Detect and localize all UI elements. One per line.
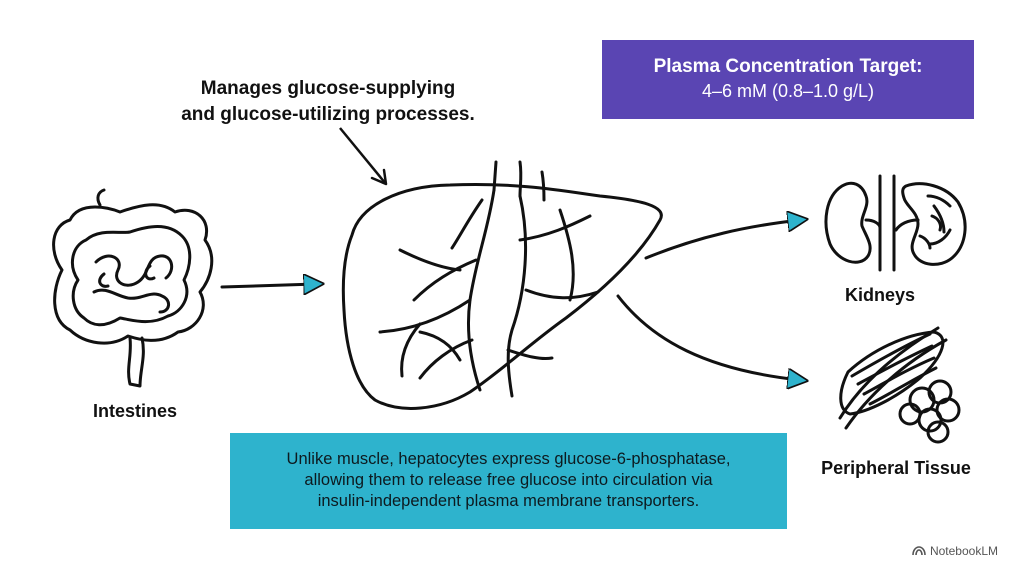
watermark-text: NotebookLM	[929, 544, 998, 558]
target-title: Plasma Concentration Target:	[653, 56, 923, 77]
target-value: 4–6 mM (0.8–1.0 g/L)	[701, 81, 875, 101]
info-line-1: Unlike muscle, hepatocytes express gluco…	[286, 450, 731, 468]
info-line-3: insulin-independent plasma membrane tran…	[317, 492, 700, 510]
callout-pointer-arrow	[339, 127, 388, 186]
kidney-icon	[824, 174, 967, 272]
intestines-icon	[52, 188, 214, 388]
plasma-target-box: Plasma Concentration Target: 4–6 mM (0.8…	[602, 40, 974, 119]
liver-icon	[341, 160, 663, 410]
flow-arrows	[220, 220, 800, 380]
liver-function-callout: Manages glucose-supplying and glucose-ut…	[150, 76, 506, 128]
peripheral-tissue-label: Peripheral Tissue	[821, 458, 971, 478]
arrow-intestines-to-liver	[220, 284, 316, 287]
arrow-liver-to-peripheral	[616, 294, 800, 380]
hepatocyte-info-box: Unlike muscle, hepatocytes express gluco…	[230, 433, 787, 529]
notebooklm-logo-icon	[912, 546, 926, 556]
arrow-liver-to-kidneys	[644, 220, 800, 260]
notebooklm-watermark: NotebookLM	[912, 544, 998, 558]
intestines-label: Intestines	[92, 401, 178, 421]
info-line-2: allowing them to release free glucose in…	[304, 471, 713, 489]
callout-line-1: Manages glucose-supplying	[200, 78, 456, 99]
callout-line-2: and glucose-utilizing processes.	[181, 104, 475, 125]
kidneys-label: Kidneys	[844, 285, 916, 305]
muscle-icon	[838, 326, 961, 444]
